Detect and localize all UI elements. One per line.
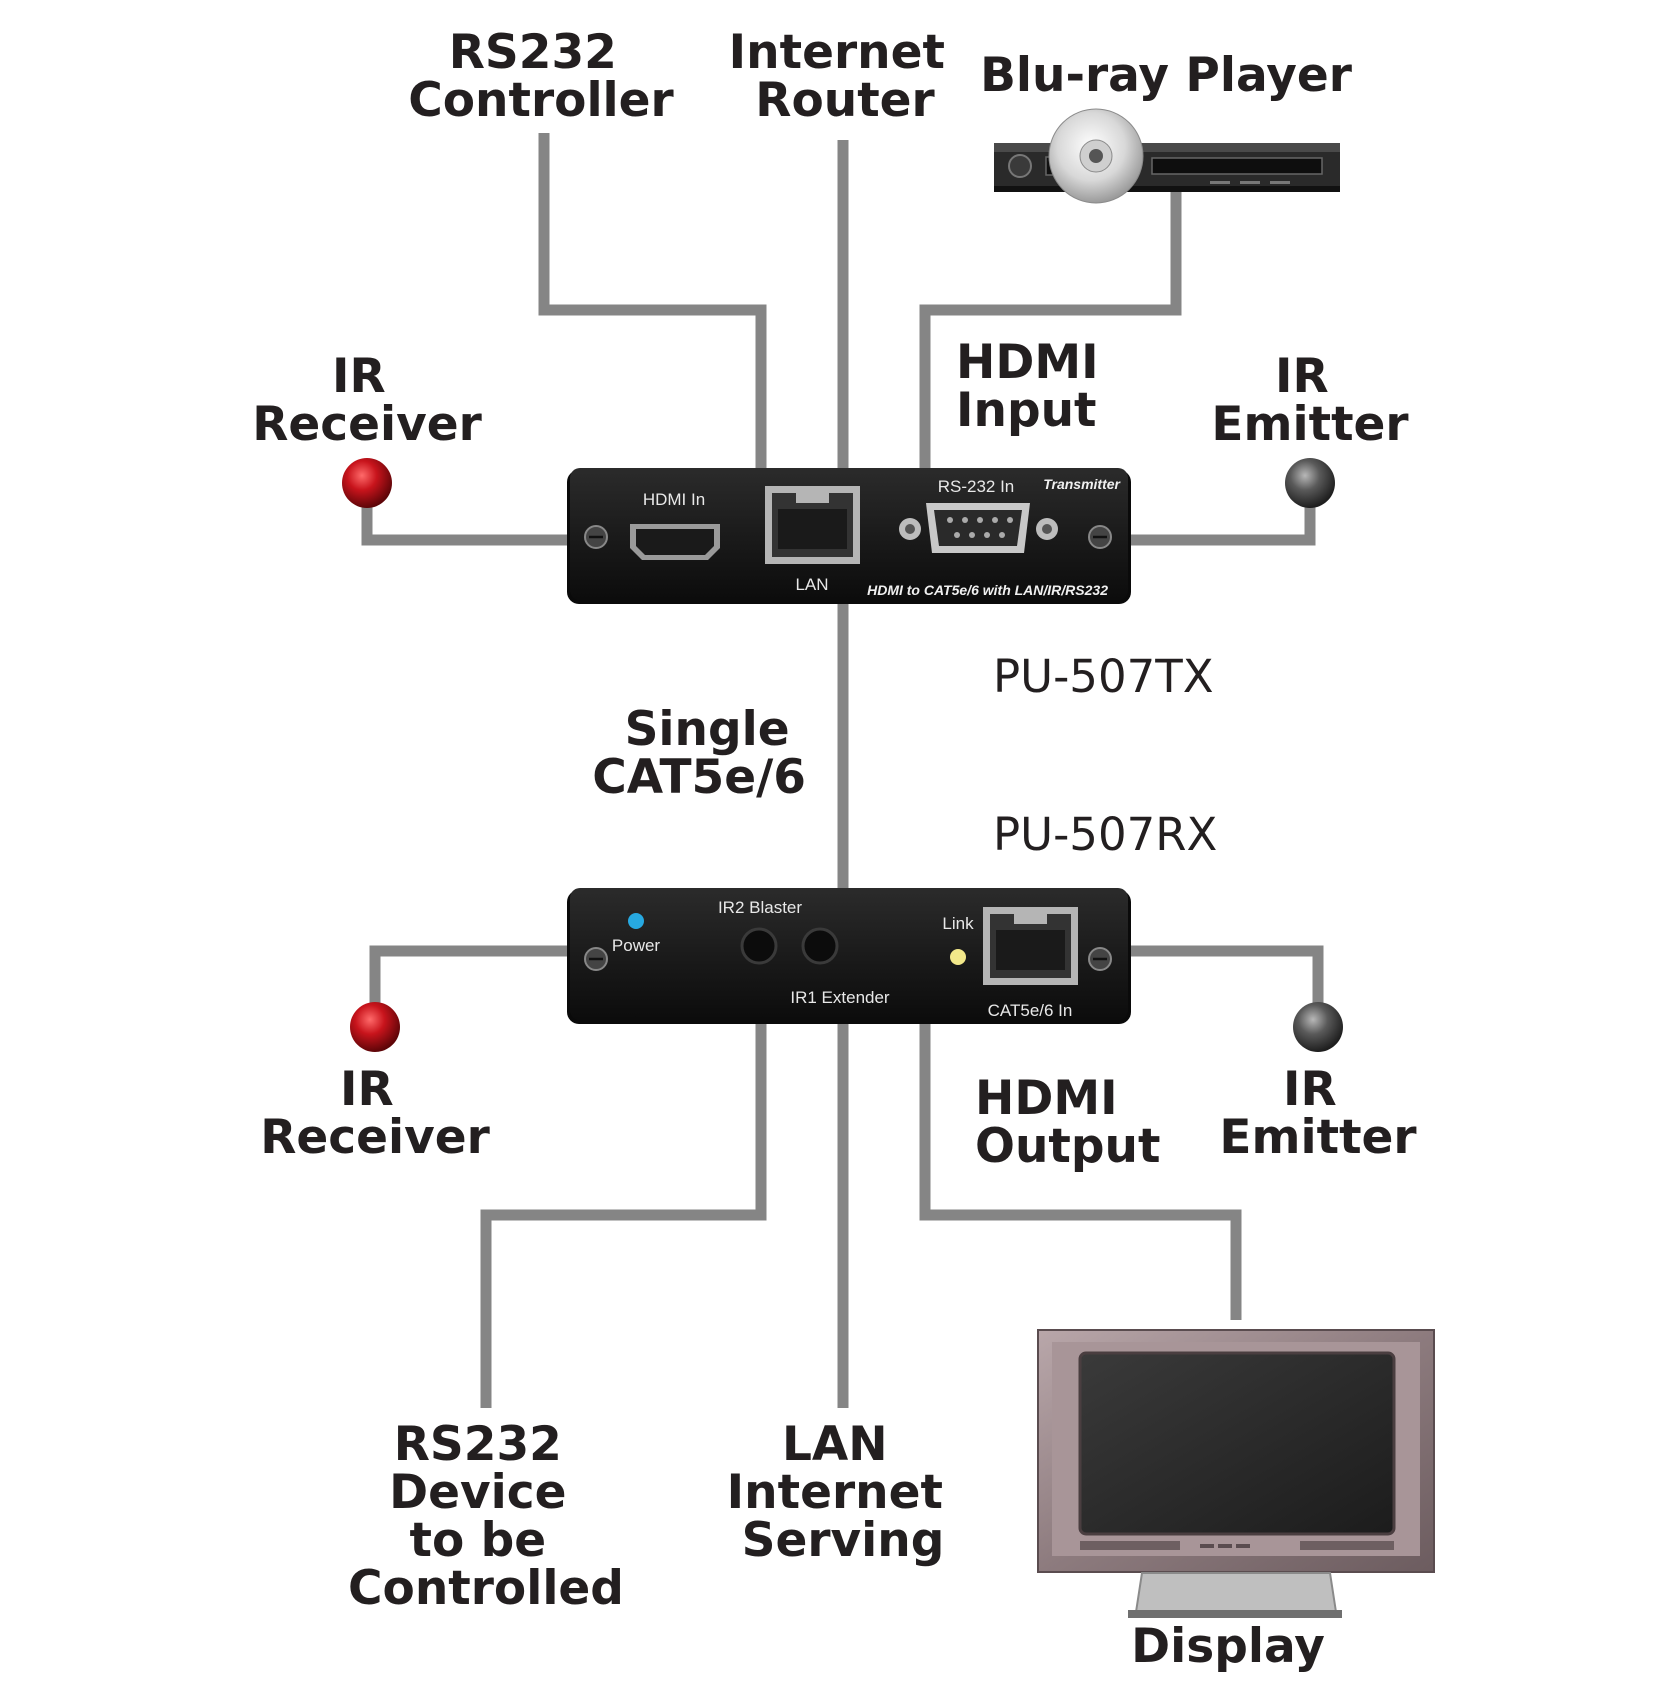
label-single-cat: Single CAT5e/6 [592,702,806,805]
label-ir-emitter-rx: IR Emitter [1219,1062,1417,1165]
transmitter-badge: Transmitter [1043,476,1121,492]
receiver-device: Power IR2 Blaster IR1 Extender Link CAT5… [567,888,1131,1024]
label-rs232-device: RS232 Device to be Controlled [348,1417,624,1616]
transmitter-device: HDMI In LAN RS-232 In Transmi [567,468,1131,604]
rs232-port-icon [899,503,1058,553]
screw-icon [1088,525,1112,549]
cat-port-icon [983,907,1078,985]
transmitter-caption: HDMI to CAT5e/6 with LAN/IR/RS232 [867,582,1108,598]
wire-bluray-hdmi [919,190,1182,470]
wire-ir-receiver-rx [369,945,567,1005]
port-label-ir2: IR2 Blaster [718,898,802,917]
label-ir-receiver-tx: IR Receiver [252,349,482,452]
wire-ir-emitter-rx [1120,945,1324,1005]
label-internet-router: Internet Router [729,25,962,128]
link-led-icon [950,949,966,965]
label-display: Display [1131,1619,1325,1674]
label-hdmi-input: HDMI Input [956,335,1115,438]
label-hdmi-output: HDMI Output [975,1071,1160,1174]
model-transmitter: PU-507TX [993,650,1214,703]
screw-icon [1088,947,1112,971]
hdmi-port-icon [630,524,720,560]
wire-rs232-controller [538,133,767,470]
bluray-player-icon [994,108,1340,204]
port-label-ir1: IR1 Extender [790,988,890,1007]
wire-rs232-device [480,1022,767,1408]
ir2-jack-icon [740,927,778,965]
wire-ir-emitter-tx [1120,505,1316,546]
ir1-jack-icon [801,927,839,965]
display-icon [1037,1329,1435,1618]
label-lan-internet: LAN Internet Serving [727,1417,960,1568]
port-label-cat-in: CAT5e/6 In [988,1001,1073,1020]
screw-icon [584,947,608,971]
ir-emitter-rx-icon [1293,1002,1343,1052]
ir-receiver-rx-icon [350,1002,400,1052]
label-rs232-controller: RS232 Controller [408,25,674,128]
wire-hdmi-output [919,1022,1242,1320]
port-label-lan: LAN [795,575,828,594]
label-ir-receiver-rx: IR Receiver [260,1062,490,1165]
label-bluray-player: Blu-ray Player [980,48,1353,103]
screw-icon [584,525,608,549]
port-label-power: Power [612,936,661,955]
ir-receiver-tx-icon [342,458,392,508]
label-ir-emitter-tx: IR Emitter [1211,349,1409,452]
model-receiver: PU-507RX [993,808,1217,861]
connection-wires [361,133,1324,1408]
ir-emitter-tx-icon [1285,458,1335,508]
port-label-rs232-in: RS-232 In [938,477,1015,496]
wire-ir-receiver-tx [361,505,567,546]
port-label-hdmi-in: HDMI In [643,490,705,509]
power-led-icon [628,913,644,929]
lan-port-icon [765,486,860,564]
port-label-link: Link [942,914,974,933]
